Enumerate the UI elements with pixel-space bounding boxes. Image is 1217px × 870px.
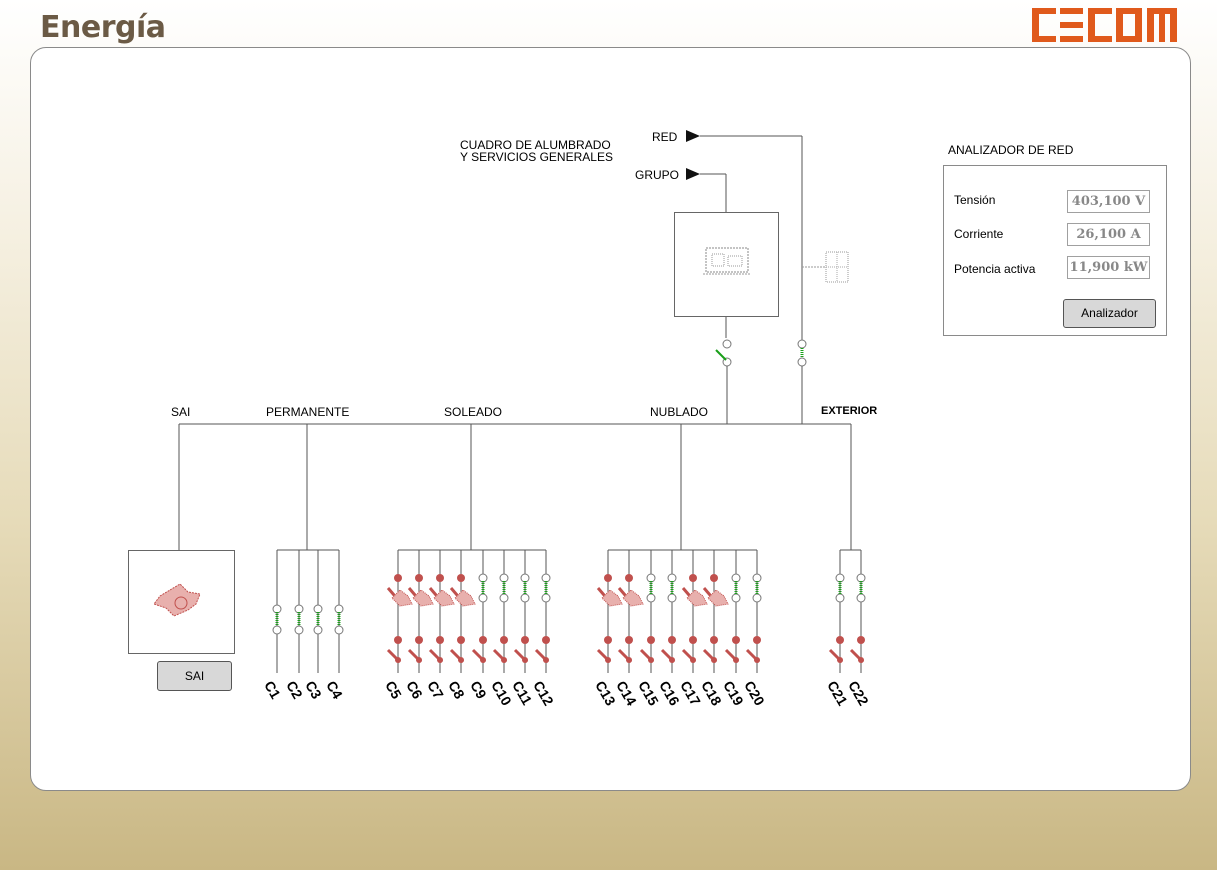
circuit-c15 [639,550,656,673]
circuit-c4 [334,550,344,673]
section-permanente-label: PERMANENTE [266,405,350,419]
circuit-c2 [294,550,304,673]
circuit-c16 [660,550,677,673]
circuit-c8 [449,550,476,673]
circuit-c3 [313,550,323,673]
generator-breaker-blade [715,349,727,361]
circuit-c22 [849,550,866,673]
circuit-c14 [617,550,644,673]
circuit-c6 [407,550,434,673]
analyzer-title: ANALIZADOR DE RED [948,143,1074,157]
power-value: 11,900 kW [1067,256,1150,279]
section-exterior-label: EXTERIOR [821,405,878,417]
red-arrow-icon [686,130,700,142]
generator-box [674,212,779,317]
page-title: Energía [40,10,166,45]
circuit-c13 [596,550,623,673]
cuadro-title-line2: Y SERVICIOS GENERALES [460,150,613,164]
power-label: Potencia activa [954,262,1036,276]
analyzer-button[interactable]: Analizador [1063,299,1156,328]
current-value: 26,100 A [1067,223,1150,246]
circuit-c18 [702,550,729,673]
circuit-c12 [534,550,551,673]
current-label: Corriente [954,227,1004,241]
grupo-label: GRUPO [635,168,680,182]
cecom-logo [1032,8,1177,42]
circuit-c7 [428,550,455,673]
circuit-c5 [386,550,413,673]
voltage-value: 403,100 V [1067,190,1150,213]
circuit-c11 [513,550,530,673]
red-label: RED [652,130,678,144]
circuit-c21 [828,550,845,673]
sai-button[interactable]: SAI [157,661,232,691]
meter-icon [802,251,849,283]
cuadro-title: CUADRO DE ALUMBRADO Y SERVICIOS GENERALE… [460,139,613,163]
red-breaker-top [797,339,807,349]
circuit-c20 [745,550,762,673]
generator-breaker-top [722,339,732,349]
red-breaker-bottom [797,357,807,367]
circuit-c17 [681,550,708,673]
section-nublado-label: NUBLADO [650,405,709,419]
voltage-label: Tensión [954,193,996,207]
circuit-c10 [492,550,509,673]
circuit-c1 [272,550,282,673]
generator-icon [703,247,751,275]
grupo-arrow-icon [686,168,700,180]
circuit-c9 [471,550,488,673]
circuit-c19 [724,550,741,673]
analyzer-panel: Tensión 403,100 V Corriente 26,100 A Pot… [943,165,1167,336]
section-soleado-label: SOLEADO [444,405,503,419]
section-sai-label: SAI [171,405,191,419]
ups-icon [153,583,201,617]
cuadro-title-line1: CUADRO DE ALUMBRADO [460,138,611,152]
